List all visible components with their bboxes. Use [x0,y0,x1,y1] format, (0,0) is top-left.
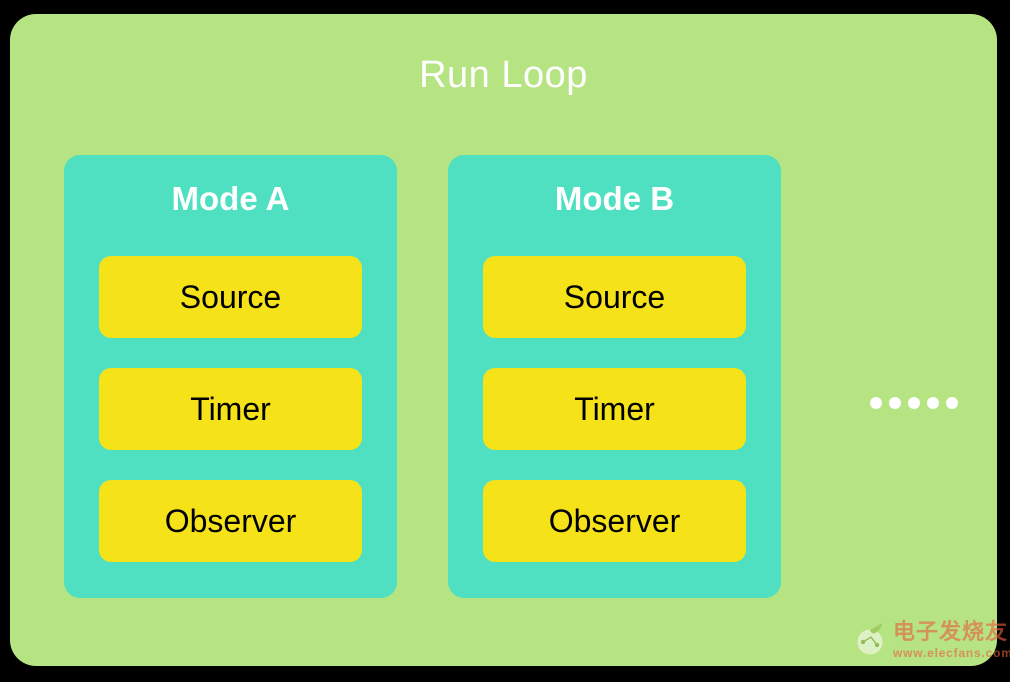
mode-box-b: Mode B Source Timer Observer [448,155,781,598]
item-label: Observer [548,503,681,539]
item-label: Timer [574,391,655,427]
ellipsis-dot [870,397,882,409]
watermark-brand: 电子发烧友 [893,620,1009,645]
ellipsis-dot [927,397,939,409]
elecfans-logo-icon [857,623,883,655]
mode-b-item-source: Source [483,256,746,338]
mode-b-title: Mode B [554,180,675,217]
ellipsis-dot [908,397,920,409]
ellipsis-dots-icon [870,397,958,409]
run-loop-panel: Run Loop Mode A Source Timer Observer Mo… [10,14,1010,666]
ellipsis-dot [889,397,901,409]
mode-b-item-timer: Timer [483,368,746,450]
item-label: Source [563,279,666,315]
page-title: Run Loop [419,54,588,96]
mode-a-item-list: Source Timer Observer [99,256,362,562]
watermark: 电子发烧友 www.elecfans.com [855,620,1010,666]
mode-b-item-observer: Observer [483,480,746,562]
item-label: Observer [164,503,297,539]
item-label: Source [179,279,282,315]
watermark-url: www.elecfans.com [893,646,1010,660]
mode-b-item-list: Source Timer Observer [483,256,746,562]
mode-a-title: Mode A [171,180,290,217]
mode-box-a: Mode A Source Timer Observer [64,155,397,598]
item-label: Timer [190,391,271,427]
ellipsis-dot [946,397,958,409]
mode-a-item-source: Source [99,256,362,338]
mode-a-item-observer: Observer [99,480,362,562]
mode-a-item-timer: Timer [99,368,362,450]
